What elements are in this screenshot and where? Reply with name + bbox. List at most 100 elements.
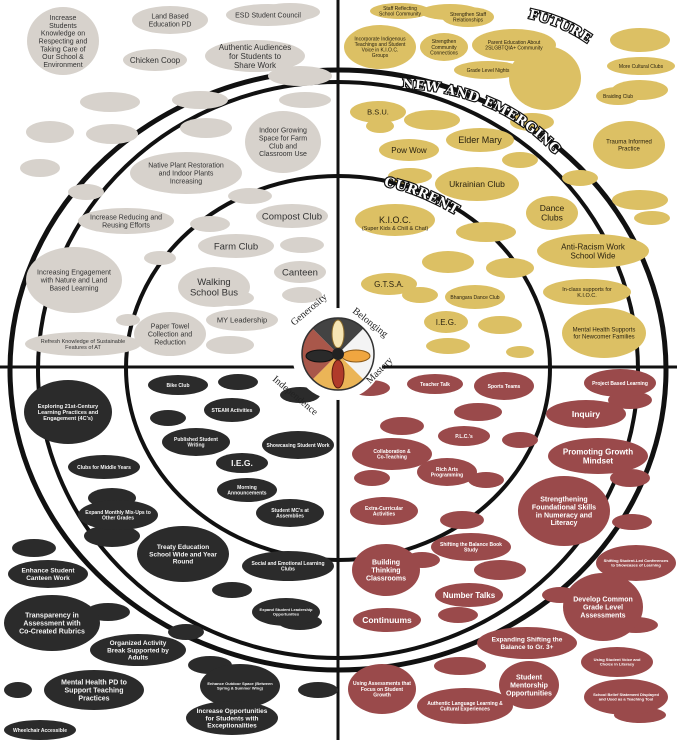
- item-label-line: Strengthen: [432, 39, 457, 45]
- item-label-authentic-language-learning-cultural-exp: Authentic Language Learning &Cultural Ex…: [427, 701, 503, 713]
- item-label-braiding-club: Braiding Club: [603, 94, 633, 100]
- bubble-shape: [431, 533, 511, 561]
- bubble-shape: [370, 3, 430, 19]
- bubble-shape: [78, 208, 174, 234]
- bubble-shape: [548, 438, 648, 474]
- item-label-line: Enhance Student: [21, 568, 75, 575]
- bubble-shape: [44, 670, 144, 710]
- blob-top-right: [486, 258, 534, 278]
- blob-bottom-right: [354, 470, 390, 486]
- item-label-line: Land Based: [151, 14, 188, 21]
- item-label-g-t-s-a: G.T.S.A.: [374, 280, 404, 289]
- item-label-line: Exceptionalities: [207, 723, 257, 730]
- goal-bubble-collaboration-co-teaching: Collaboration &Co-Teaching: [352, 438, 432, 470]
- blob-top-left: [279, 92, 331, 108]
- item-label-line: Writing: [187, 443, 204, 449]
- bubble-shape: [472, 29, 556, 61]
- goal-bubble-sports-teams: Sports Teams: [474, 372, 534, 400]
- blob-top-right: [456, 222, 516, 242]
- blob-top-left: [228, 188, 272, 204]
- blob-top-left: [206, 336, 254, 354]
- center-wheel-rim: [301, 317, 375, 391]
- item-label-line: Connections: [430, 50, 458, 56]
- item-label-line: Braiding Club: [603, 94, 633, 100]
- item-label-line: Paper Towel: [151, 324, 190, 331]
- item-label-line: Choice in Literacy: [600, 662, 635, 667]
- goal-bubble-inquiry: Inquiry: [546, 400, 626, 428]
- bubble-shape: [350, 101, 406, 123]
- item-label-line: Break Supported by: [107, 647, 169, 654]
- item-label-line: Canteen: [282, 267, 318, 278]
- bubble-shape: [134, 312, 206, 356]
- goal-bubble-grade-level-nights: Grade Level Nights: [454, 61, 522, 79]
- item-label-sports-teams: Sports Teams: [488, 384, 521, 390]
- item-label-collaboration-co-teaching: Collaboration &Co-Teaching: [373, 449, 411, 461]
- blob-top-left: [80, 92, 140, 112]
- bubble-shape: [442, 7, 494, 27]
- bubble-shape: [546, 400, 626, 428]
- blob-top-right: [510, 113, 554, 131]
- bubble-shape: [4, 720, 76, 740]
- item-label-line: Promoting Growth: [563, 447, 633, 456]
- bubble-shape: [198, 234, 274, 258]
- bubble-shape: [379, 139, 439, 161]
- item-label-line: G.T.S.A.: [374, 280, 404, 289]
- bubble-shape: [204, 398, 260, 422]
- bubble-shape: [242, 551, 334, 581]
- blob-top-left: [180, 118, 232, 138]
- bubble-shape: [407, 374, 463, 394]
- item-label-line: Building: [372, 560, 400, 567]
- item-label-line: Extra-Curricular: [365, 506, 403, 512]
- item-label-line: Dance: [540, 203, 565, 213]
- blob-top-left: [86, 124, 138, 144]
- item-label-line: Increasing: [170, 178, 202, 185]
- bubble-shape: [518, 476, 610, 546]
- item-label-line: Voice in K.I.O.C.: [362, 48, 399, 54]
- blob-top-right: [612, 190, 668, 210]
- item-label-line: School Wide: [571, 251, 616, 260]
- bubble-shape: [206, 309, 278, 331]
- item-label-line: Using Student Voice and: [594, 657, 641, 662]
- item-label-line: Mental Health PD to: [61, 680, 127, 687]
- goal-bubble-bike-club: Bike Club: [148, 375, 208, 395]
- bubble-shape: [90, 634, 186, 666]
- item-label-line: Transparency in: [25, 613, 79, 620]
- goal-bubble-more-cultural-clubs: More Cultural Clubs: [607, 57, 675, 75]
- bubble-shape: [26, 247, 122, 313]
- bubble-shape: [607, 57, 675, 75]
- goal-bubble-project-based-learning: Project Based Learning: [584, 369, 656, 397]
- bubble-shape: [562, 308, 646, 358]
- feather-right: [341, 349, 371, 363]
- item-label-line: Bhangara Dance Club: [450, 295, 499, 301]
- goal-bubble-authentic-language-learning-cultural-exp: Authentic Language Learning &Cultural Ex…: [417, 688, 513, 724]
- bubble-shape: [24, 380, 112, 444]
- blob-top-right: [502, 152, 538, 168]
- item-label-line: Foundational Skills: [532, 505, 596, 512]
- item-label-line: for Students with: [205, 715, 258, 722]
- item-label-line: Ukrainian Club: [449, 179, 505, 189]
- goal-bubble-compost-club: Compost Club: [256, 204, 328, 228]
- item-label-bhangara-dance-club: Bhangara Dance Club: [450, 295, 499, 301]
- item-label-line: Native Plant Restoration: [148, 163, 224, 170]
- blob-top-left: [282, 287, 322, 303]
- item-label-line: Clubs: [281, 567, 295, 573]
- item-label-line: Engagement (4C's): [43, 416, 93, 422]
- item-label-line: Staff Reflecting: [383, 6, 417, 12]
- bubble-shape: [446, 128, 514, 152]
- bubble-shape: [537, 234, 649, 268]
